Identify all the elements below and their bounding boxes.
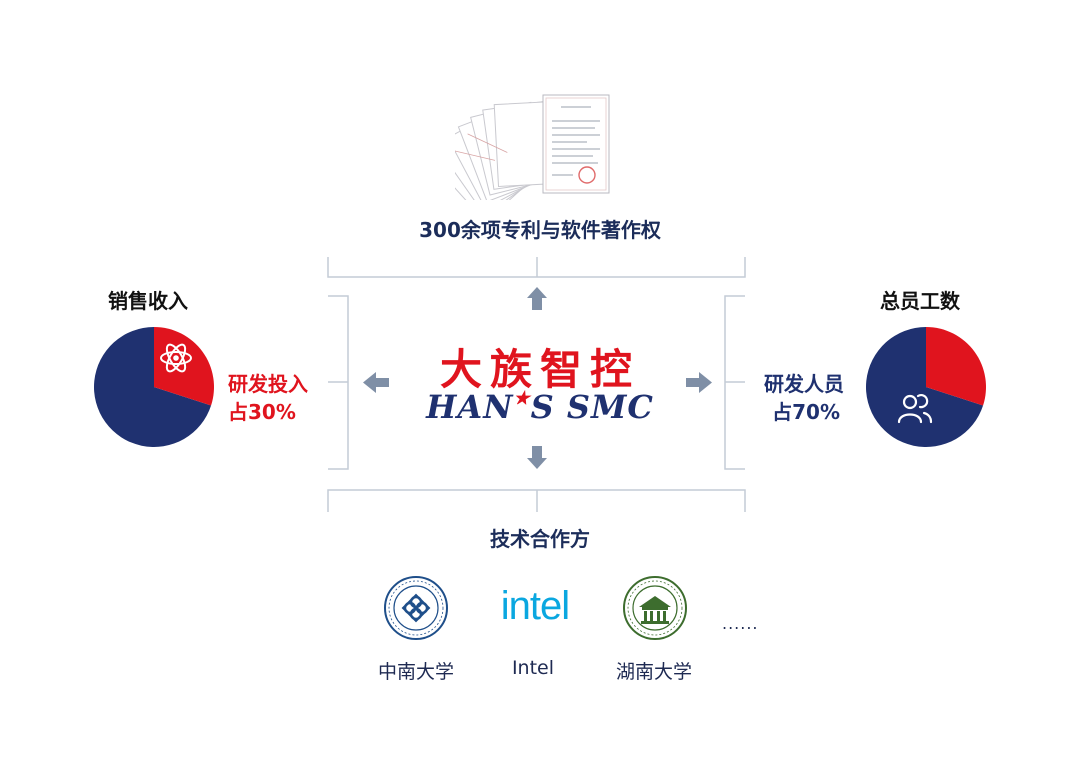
partner-name-csu: 中南大学 [377,661,454,683]
brand-chinese-name: 大族智控 [439,345,640,394]
sales-pie-other-slice [93,327,212,447]
sales-title: 销售收入 [108,289,188,313]
sales-rd-label-line1: 研发投入 [228,372,308,396]
staff-pie-rd-slice [865,327,984,447]
brand-english-part2: S SMC [530,388,654,426]
users-icon [897,394,933,424]
sales-pie-rd-slice [154,327,214,406]
partner-name-hnu: 湖南大学 [615,661,692,683]
central-south-university-seal-icon [384,576,448,640]
partners-title: 技术合作方 [490,527,590,551]
arrow-up-icon [527,287,547,310]
brand-star-icon: ★ [513,388,531,409]
brand-english-name: HAN★S SMC [420,388,660,426]
staff-title: 总员工数 [880,289,960,313]
sales-pie-chart [93,327,214,447]
arrow-left-icon [363,372,389,393]
intel-logo: intel [500,584,570,628]
brand-english-part1: HAN [426,388,514,426]
sales-rd-label-line2: 占30% [228,400,296,424]
patents-title: 300余项专利与软件著作权 [419,218,661,242]
staff-rd-label-line1: 研发人员 [764,372,844,396]
staff-rd-label-line2: 占70% [772,400,840,424]
partner-name-intel: Intel [511,657,555,679]
diagram-frame [327,257,746,512]
partners-more: ...... [722,614,759,633]
atom-icon [160,343,192,373]
staff-rd-label: 研发人员 占70% [764,370,844,426]
patent-certificates-image [455,94,610,200]
staff-pie-other-slice [926,327,986,406]
arrow-right-icon [686,372,712,393]
sales-rd-label: 研发投入 占30% [228,370,308,426]
hunan-university-seal-icon [623,576,687,640]
arrow-down-icon [527,446,547,469]
staff-pie-chart [865,327,986,447]
